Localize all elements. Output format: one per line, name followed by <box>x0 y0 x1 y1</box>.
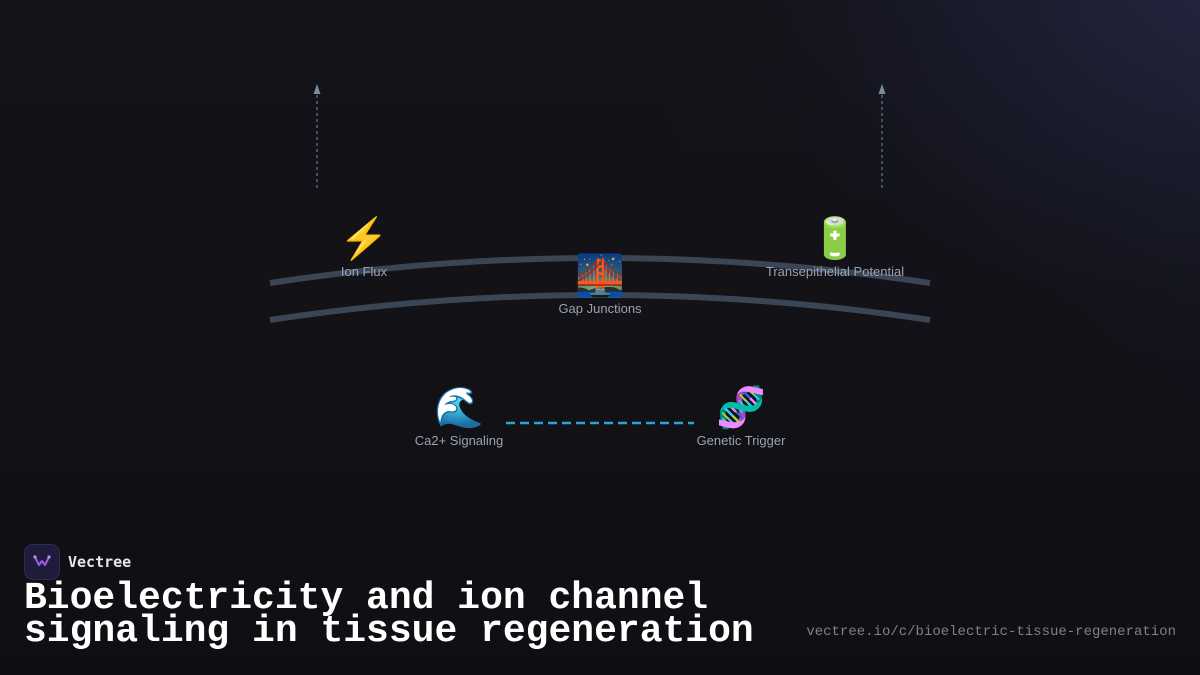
battery-icon: 🔋 <box>810 217 860 261</box>
node-label: Genetic Trigger <box>696 433 786 448</box>
node-label: Ca2+ Signaling <box>414 433 504 448</box>
node-label: Ion Flux <box>340 264 388 279</box>
membrane-outer-line <box>269 255 931 286</box>
node-ca2-signaling: 🌊 Ca2+ Signaling <box>415 385 504 448</box>
vectree-logo-mark <box>33 555 51 566</box>
bioelectricity-diagram: ⚡ Ion Flux 🌉 Gap Junctions 🔋 Transepithe… <box>269 84 931 448</box>
node-ion-flux: ⚡ Ion Flux <box>339 216 389 279</box>
membrane-inner-line <box>269 292 931 323</box>
node-label: Gap Junctions <box>558 301 642 316</box>
source-url: vectree.io/c/bioelectric-tissue-regenera… <box>806 624 1176 640</box>
lightning-icon: ⚡ <box>339 217 389 261</box>
node-gap-junctions: 🌉 Gap Junctions <box>558 253 641 316</box>
vectree-logo-icon <box>24 544 60 580</box>
brand-name: Vectree <box>68 553 132 571</box>
diagram-lines <box>269 84 931 425</box>
left-upward-arrow <box>313 84 321 188</box>
brand: Vectree <box>24 544 131 580</box>
right-upward-arrow <box>878 84 886 188</box>
node-label: Transepithelial Potential <box>765 264 905 279</box>
page-title: Bioelectricity and ion channel signaling… <box>24 577 754 653</box>
wave-icon: 🌊 <box>434 386 484 430</box>
bridge-icon: 🌉 <box>575 254 625 298</box>
node-genetic-trigger: 🧬 Genetic Trigger <box>697 385 786 448</box>
node-transepithelial-potential: 🔋 Transepithelial Potential <box>766 216 904 279</box>
dna-icon: 🧬 <box>716 386 766 430</box>
